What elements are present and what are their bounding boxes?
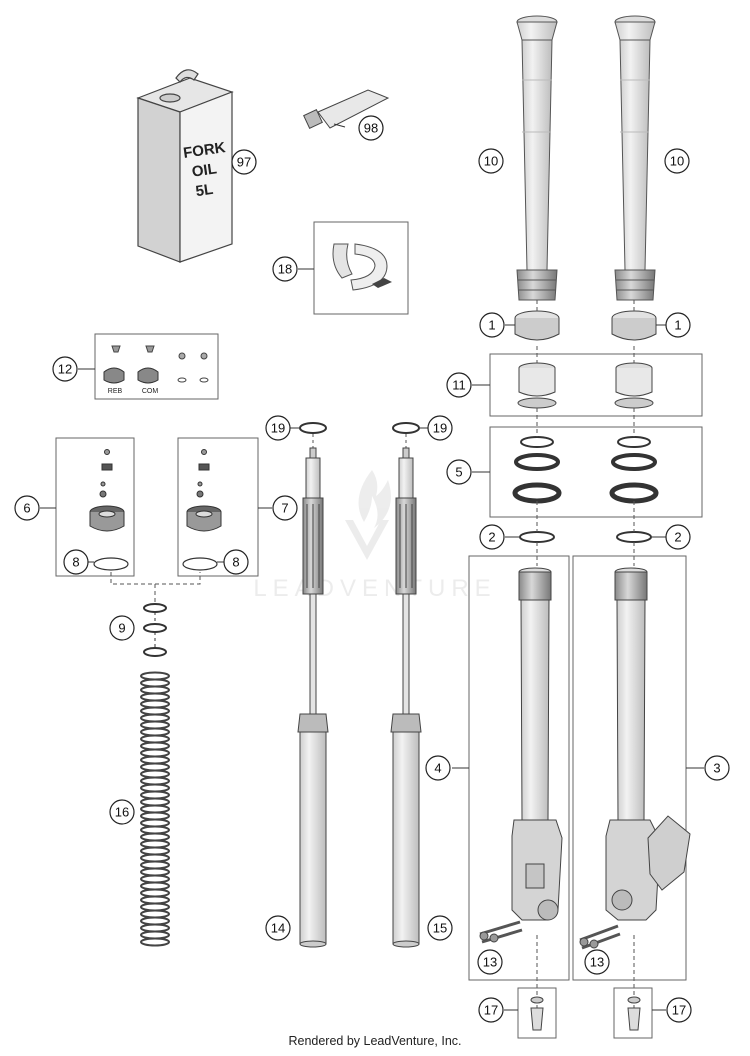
callout-number: 7 — [281, 501, 288, 516]
callout-number: 98 — [364, 121, 378, 136]
callout-14: 14 — [265, 915, 291, 941]
callout-15: 15 — [427, 915, 453, 941]
cap-spring-guide — [110, 572, 201, 602]
leader-lines — [40, 123, 704, 1011]
callout-number: 17 — [672, 1003, 686, 1018]
callout-number: 2 — [488, 530, 495, 545]
callout-16: 16 — [109, 799, 135, 825]
callout-19a: 19 — [265, 415, 291, 441]
callout-number: 5 — [455, 465, 462, 480]
upper-tube-left — [516, 15, 558, 301]
callout-6: 6 — [14, 495, 40, 521]
circlip-left — [519, 531, 555, 543]
cartridge-right — [390, 447, 422, 948]
cartridge-left — [297, 447, 329, 948]
spring-washers — [143, 603, 167, 657]
callout-number: 18 — [278, 262, 292, 277]
axle-clamp-left — [530, 996, 544, 1031]
callout-17b: 17 — [666, 997, 692, 1023]
leadventure-watermark: LEADVENTURE — [253, 470, 496, 602]
guide-lines-right — [536, 300, 635, 1012]
axle-clamp-right — [627, 996, 641, 1031]
callout-2b: 2 — [665, 524, 691, 550]
callout-1a: 1 — [479, 312, 505, 338]
grease-tube — [303, 89, 390, 129]
callout-18: 18 — [272, 256, 298, 282]
footer-credit: Rendered by LeadVenture, Inc. — [288, 1034, 462, 1048]
callout-number: 3 — [713, 761, 720, 776]
callout-number: 13 — [590, 955, 604, 970]
callout-number: 15 — [433, 921, 447, 936]
callout-8a: 8 — [63, 549, 89, 575]
callout-10a: 10 — [478, 148, 504, 174]
callout-98: 98 — [358, 115, 384, 141]
adjuster-kit-box: REB COM — [94, 333, 219, 400]
outer-tube-left — [479, 567, 563, 944]
watermark-text: LEADVENTURE — [253, 575, 496, 602]
seal-set-left — [512, 436, 562, 504]
callout-number: 10 — [670, 154, 684, 169]
cartridge-washer-left — [299, 422, 327, 434]
callout-number: 17 — [484, 1003, 498, 1018]
callout-17a: 17 — [478, 997, 504, 1023]
fork-spring — [140, 671, 170, 947]
callout-13a: 13 — [477, 949, 503, 975]
fork-tool-box — [313, 221, 409, 315]
fork-collar-left — [514, 310, 560, 341]
callout-number: 97 — [237, 155, 251, 170]
callout-number: 6 — [23, 501, 30, 516]
callout-4: 4 — [425, 755, 451, 781]
callout-number: 8 — [232, 555, 239, 570]
circlip-right — [616, 531, 652, 543]
fork-cap-right — [182, 449, 222, 571]
callout-number: 14 — [271, 921, 285, 936]
bushing-left — [517, 362, 557, 409]
oil-can-text-2: OIL — [191, 160, 218, 180]
callout-number: 19 — [271, 421, 285, 436]
upper-tube-right — [614, 15, 656, 301]
callout-11: 11 — [446, 372, 472, 398]
callout-97: 97 — [231, 149, 257, 175]
callout-number: 4 — [434, 761, 441, 776]
adjuster-label-com: COM — [142, 388, 159, 395]
fork-cap-right-box — [177, 437, 259, 577]
axle-clamp-right-box — [613, 987, 653, 1039]
fork-cap-left — [89, 449, 129, 571]
callout-5: 5 — [446, 459, 472, 485]
callout-number: 16 — [115, 805, 129, 820]
callout-number: 19 — [433, 421, 447, 436]
callout-8b: 8 — [223, 549, 249, 575]
callout-3: 3 — [704, 755, 730, 781]
callout-9: 9 — [109, 615, 135, 641]
fork-cap-left-box — [55, 437, 135, 577]
bushing-right — [614, 362, 654, 409]
callout-2a: 2 — [479, 524, 505, 550]
callout-10b: 10 — [664, 148, 690, 174]
callout-number: 2 — [674, 530, 681, 545]
oil-can-text-1: FORK — [182, 139, 227, 162]
callout-number: 9 — [118, 621, 125, 636]
fork-collar-right — [611, 310, 657, 341]
fork-oil-can: FORK OIL 5L — [136, 69, 234, 263]
adjuster-label-reb: REB — [108, 388, 123, 395]
axle-clamp-left-box — [517, 987, 557, 1039]
seal-set-right — [609, 436, 659, 504]
oil-can-text-3: 5L — [195, 181, 215, 200]
callout-number: 13 — [483, 955, 497, 970]
callout-19b: 19 — [427, 415, 453, 441]
callout-number: 12 — [58, 362, 72, 377]
callout-number: 10 — [484, 154, 498, 169]
callout-1b: 1 — [665, 312, 691, 338]
outer-tube-right — [579, 567, 691, 950]
callout-number: 8 — [72, 555, 79, 570]
callout-7: 7 — [272, 495, 298, 521]
callout-number: 11 — [452, 378, 466, 393]
callout-12: 12 — [52, 356, 78, 382]
callout-number: 1 — [674, 318, 681, 333]
callout-number: 1 — [488, 318, 495, 333]
callout-13b: 13 — [584, 949, 610, 975]
cartridge-washer-right — [392, 422, 420, 434]
